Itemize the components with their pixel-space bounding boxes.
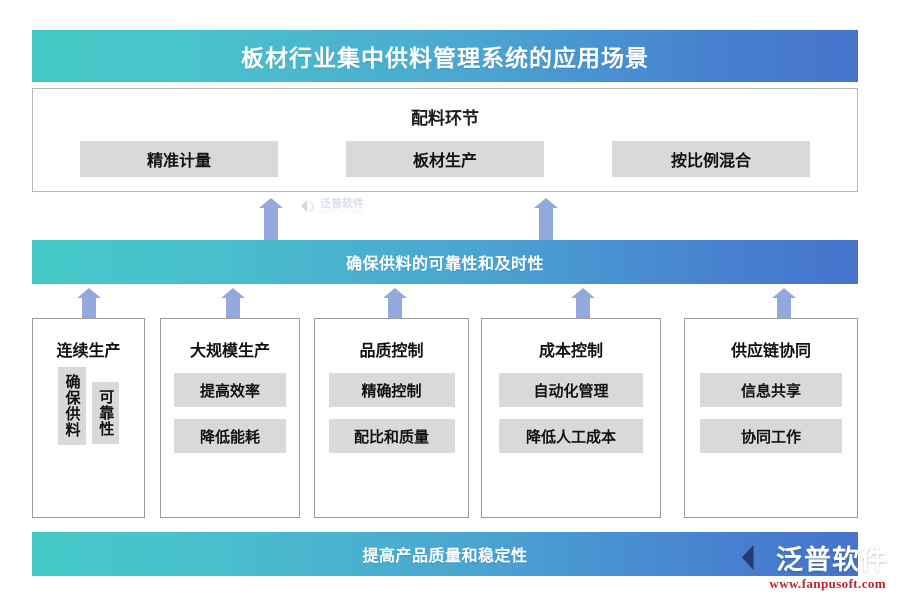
batching-chip[interactable]: 按比例混合 — [612, 141, 810, 177]
outcome-bar: 提高产品质量和稳定性 — [32, 532, 858, 576]
column-item[interactable]: 信息共享 — [700, 373, 842, 407]
column-items: 信息共享 协同工作 — [685, 373, 857, 453]
column-title: 成本控制 — [538, 341, 603, 360]
column-item[interactable]: 降低人工成本 — [499, 419, 643, 453]
column-item[interactable]: 降低能耗 — [174, 419, 286, 453]
fanpu-logo-icon — [301, 200, 314, 212]
batching-chip[interactable]: 板材生产 — [346, 141, 544, 177]
reliability-bar: 确保供料的可靠性和及时性 — [32, 240, 858, 284]
column-cost-control: 成本控制 自动化管理 降低人工成本 — [481, 318, 661, 518]
reliability-bar-text: 确保供料的可靠性和及时性 — [345, 254, 544, 273]
batching-panel: 配料环节 精准计量 板材生产 按比例混合 — [32, 88, 858, 192]
column-item[interactable]: 提高效率 — [174, 373, 286, 407]
logo-url: www.fanpusoft.com — [769, 576, 886, 591]
column-title: 供应链协同 — [730, 341, 811, 360]
column-items: 自动化管理 降低人工成本 — [482, 373, 660, 453]
column-large-scale-production: 大规模生产 提高效率 降低能耗 — [160, 318, 300, 518]
column-item[interactable]: 精确控制 — [328, 373, 455, 407]
column-item[interactable]: 确保供料 — [57, 367, 86, 445]
column-items: 确保供料 可靠性 — [33, 367, 144, 445]
column-title: 大规模生产 — [189, 341, 270, 360]
watermark-brand: 泛普软件 — [320, 197, 364, 210]
column-quality-control: 品质控制 精确控制 配比和质量 — [314, 318, 469, 518]
page-title: 板材行业集中供料管理系统的应用场景 — [241, 46, 649, 72]
column-item[interactable]: 可靠性 — [91, 382, 120, 444]
column-supply-chain-collaboration: 供应链协同 信息共享 协同工作 — [684, 318, 858, 518]
column-title: 连续生产 — [56, 341, 121, 360]
batching-chip[interactable]: 精准计量 — [80, 141, 278, 177]
arrow-up-icon — [534, 198, 558, 240]
column-item[interactable]: 自动化管理 — [499, 373, 643, 407]
column-continuous-production: 连续生产 确保供料 可靠性 — [32, 318, 145, 518]
arrow-up-icon — [259, 198, 283, 240]
outcome-bar-text: 提高产品质量和稳定性 — [362, 546, 528, 565]
column-title: 品质控制 — [359, 341, 424, 360]
column-item[interactable]: 协同工作 — [700, 419, 842, 453]
watermark-center: 泛普软件 FANPU SOFTWARE — [300, 198, 365, 214]
batching-chip-row: 精准计量 板材生产 按比例混合 — [33, 141, 857, 177]
batching-panel-heading: 配料环节 — [411, 109, 479, 129]
column-items: 提高效率 降低能耗 — [161, 373, 299, 453]
watermark-brand-sub: FANPU SOFTWARE — [320, 209, 365, 214]
title-banner: 板材行业集中供料管理系统的应用场景 — [32, 30, 858, 82]
column-item[interactable]: 配比和质量 — [328, 419, 455, 453]
column-items: 精确控制 配比和质量 — [315, 373, 468, 453]
